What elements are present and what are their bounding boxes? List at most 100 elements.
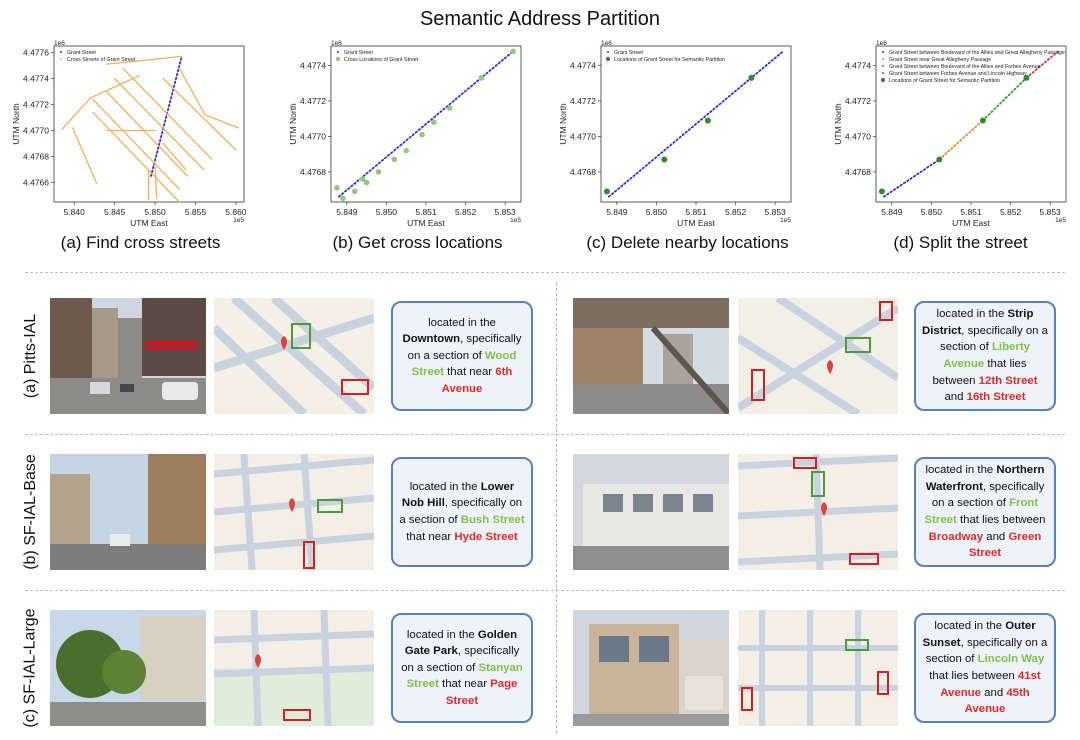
- description-segment: Golden Gate Park: [404, 628, 518, 658]
- x-tick-label: 5.850: [376, 207, 398, 217]
- data-point: [403, 147, 410, 154]
- data-point: [431, 119, 437, 126]
- y-tick-label: 4.4770: [845, 131, 871, 141]
- row-label-a-text: (a) Pitts-IAL: [22, 313, 39, 399]
- description-segment: and: [983, 530, 1009, 543]
- y-tick-label: 4.4774: [23, 74, 49, 84]
- y-tick-label: 4.4774: [845, 61, 871, 71]
- y-exponent: 1e6: [331, 40, 342, 47]
- section-divider: [25, 272, 1065, 273]
- x-tick-label: 5.853: [765, 207, 787, 217]
- description-northern-waterfront-text: located in the Northern Waterfront, spec…: [922, 462, 1048, 561]
- map-northern-waterfront: [738, 454, 898, 570]
- x-tick-label: 5.852: [725, 207, 747, 217]
- description-segment: located in the: [936, 308, 1008, 321]
- legend-marker: [60, 58, 62, 60]
- figure-title: Semantic Address Partition: [419, 8, 661, 30]
- x-exponent: 1e5: [510, 217, 521, 224]
- x-tick-label: 5.845: [104, 207, 126, 217]
- row-divider-2: [25, 590, 1065, 591]
- y-tick-label: 4.4770: [23, 126, 49, 136]
- description-lower-nob-hill-text: located in the Lower Nob Hill, specifica…: [399, 479, 525, 545]
- series-segment: [162, 142, 187, 171]
- legend-label: Grant Street between Boulevard of the Al…: [889, 50, 1065, 56]
- y-axis-label: UTM North: [288, 103, 298, 145]
- series-segment: [92, 98, 180, 190]
- series-segment: [122, 67, 213, 160]
- data-point: [748, 74, 755, 81]
- x-exponent: 1e5: [233, 217, 244, 224]
- x-tick-label: 5.850: [646, 207, 668, 217]
- x-tick-label: 5.849: [881, 207, 903, 217]
- series-segment: [1025, 50, 1059, 79]
- legend-label: Grant Street: [67, 50, 96, 56]
- description-segment: that lies between: [929, 670, 1018, 682]
- legend-marker: [882, 58, 884, 60]
- description-outer-sunset-text: located in the Outer Sunset, specificall…: [922, 618, 1048, 717]
- x-tick-label: 5.850: [144, 207, 166, 217]
- map-lower-nob-hill: [214, 454, 374, 570]
- data-point: [936, 156, 943, 163]
- x-tick-label: 5.852: [1000, 207, 1022, 217]
- description-strip-district: located in the Strip District, specifica…: [914, 301, 1056, 411]
- x-tick-label: 5.851: [960, 207, 982, 217]
- description-segment: Lincoln Way: [977, 653, 1045, 666]
- map-strip-district: [738, 298, 898, 414]
- y-tick-label: 4.4770: [300, 131, 326, 141]
- legend-label: Grant Street between Forbes Avenue and L…: [889, 71, 1027, 77]
- legend-marker: [60, 51, 62, 53]
- series-segment: [89, 75, 140, 99]
- data-point: [478, 75, 485, 81]
- legend-label: Cross Locations of Grant Street: [344, 57, 419, 63]
- x-exponent: 1e5: [1055, 217, 1066, 224]
- description-segment: located in the: [428, 316, 496, 329]
- description-pitts-downtown: located in the Downtown, specifically on…: [391, 301, 533, 411]
- series-segment: [61, 97, 92, 130]
- series-segment: [178, 67, 206, 116]
- series-segment: [92, 111, 180, 203]
- series-segment: [608, 50, 784, 198]
- description-segment: 6th Avenue: [441, 366, 513, 395]
- street-photo-northern-waterfront: [573, 454, 729, 570]
- legend-marker: [335, 56, 341, 62]
- legend-label: Grant Street between Boulevard of the Al…: [889, 64, 1041, 70]
- data-point: [704, 117, 711, 124]
- description-segment: , specifically on a section of: [407, 333, 522, 362]
- data-point: [351, 188, 358, 195]
- description-golden-gate-park-text: located in the Golden Gate Park, specifi…: [399, 627, 525, 710]
- x-axis-label: UTM East: [677, 218, 715, 228]
- data-point: [359, 176, 366, 182]
- x-tick-label: 5.855: [185, 207, 207, 217]
- x-axis-label: UTM East: [407, 218, 445, 228]
- legend-label: Grant Street: [344, 50, 373, 56]
- y-tick-label: 4.4776: [23, 48, 49, 58]
- description-segment: that near: [443, 366, 496, 379]
- x-tick-label: 5.851: [685, 207, 707, 217]
- description-segment: and: [944, 391, 967, 404]
- description-segment: that lies between: [956, 514, 1046, 526]
- y-exponent: 1e6: [876, 40, 887, 47]
- series-segment: [938, 119, 984, 161]
- description-segment: 41st Avenue: [940, 670, 1041, 699]
- description-segment: Broadway: [928, 530, 984, 543]
- x-tick-label: 5.851: [415, 207, 437, 217]
- description-segment: Hyde Street: [454, 530, 518, 543]
- description-lower-nob-hill: located in the Lower Nob Hill, specifica…: [391, 457, 533, 567]
- y-tick-label: 4.4772: [23, 100, 49, 110]
- description-segment: Wood Street: [411, 349, 517, 379]
- y-tick-label: 4.4770: [570, 131, 596, 141]
- description-segment: Green Street: [968, 530, 1042, 560]
- street-photo-outer-sunset: [573, 610, 729, 726]
- description-segment: located in the: [406, 628, 478, 641]
- y-axis-label: UTM North: [833, 103, 843, 145]
- y-tick-label: 4.4768: [23, 152, 49, 162]
- x-tick-label: 5.853: [495, 207, 517, 217]
- legend-marker: [337, 51, 339, 53]
- data-point: [1023, 74, 1030, 81]
- data-point: [375, 169, 382, 175]
- legend-marker: [882, 51, 884, 53]
- description-segment: Strip District: [922, 308, 1034, 337]
